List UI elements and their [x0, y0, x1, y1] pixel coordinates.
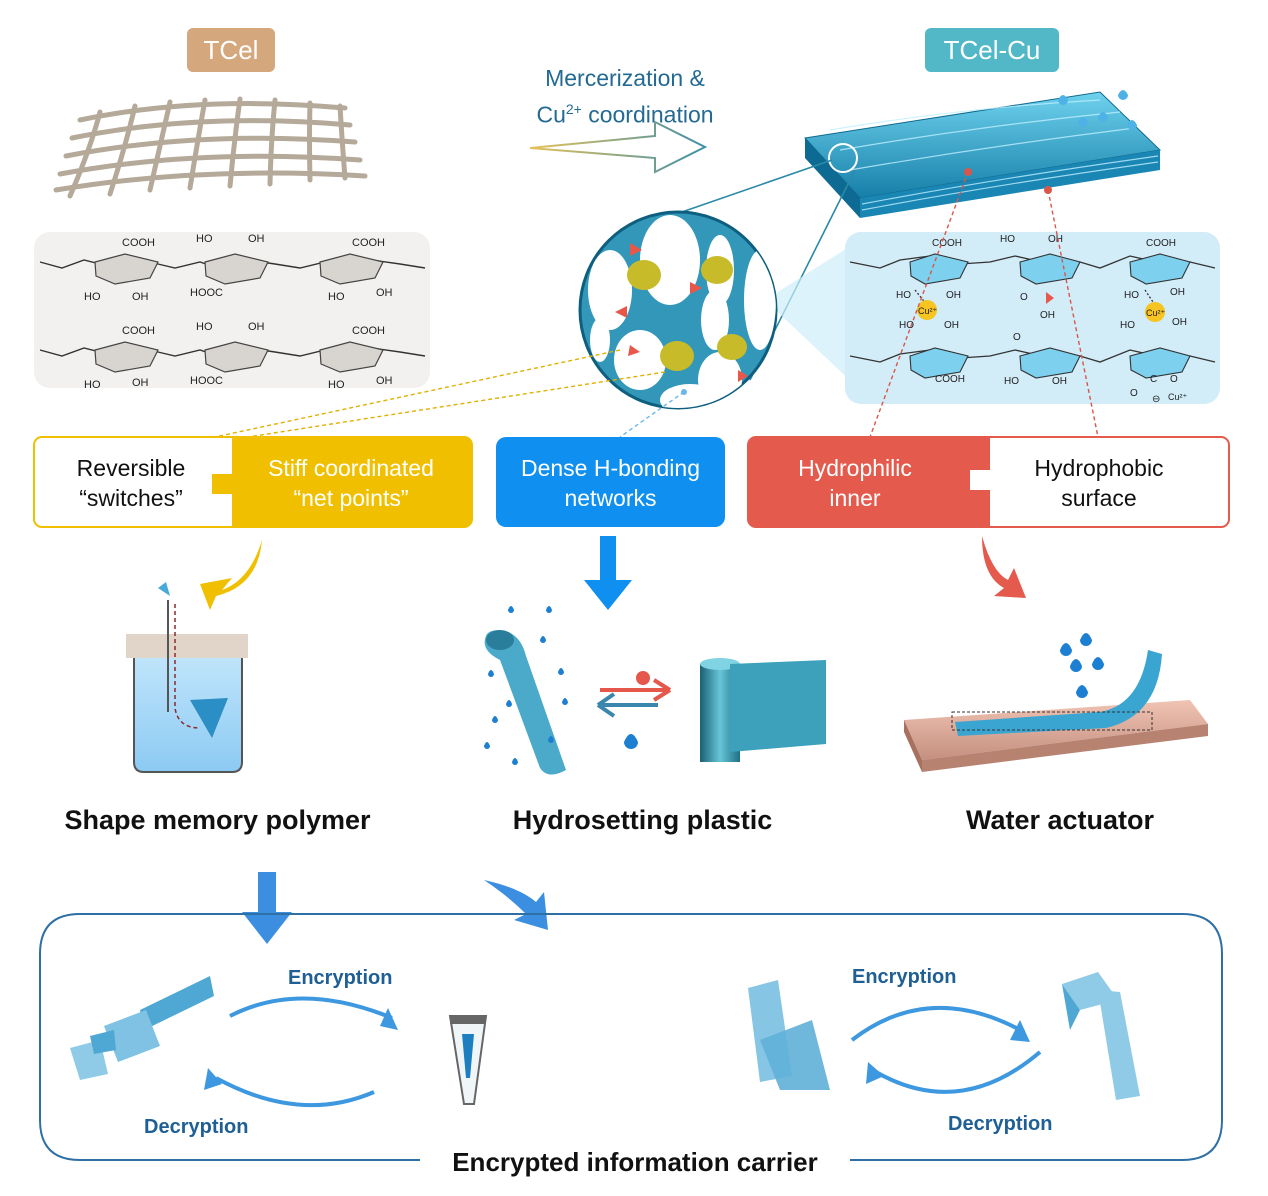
- arrow-carrier-left: [242, 872, 292, 944]
- svg-text:C: C: [1150, 374, 1157, 385]
- svg-text:OH: OH: [248, 233, 265, 245]
- process-line-2: Cu2+ coordination: [510, 94, 740, 131]
- svg-text:HO: HO: [1124, 290, 1139, 301]
- svg-text:HO: HO: [328, 291, 345, 303]
- decryption-label-left: Decryption: [144, 1116, 249, 1138]
- svg-text:HO: HO: [899, 320, 914, 331]
- svg-text:HO: HO: [196, 321, 213, 333]
- dashed-connectors: [214, 171, 1099, 438]
- svg-text:COOH: COOH: [935, 374, 965, 385]
- svg-text:OH: OH: [1172, 317, 1187, 328]
- carrier-left-illustration: [70, 976, 488, 1108]
- svg-text:O: O: [1130, 388, 1138, 399]
- arrow-down-yellow: [200, 540, 262, 610]
- application-shape-memory: Shape memory polymer: [64, 805, 371, 835]
- svg-text:OH: OH: [1048, 234, 1063, 245]
- coordination-text: coordination: [581, 101, 714, 128]
- svg-text:O: O: [1020, 292, 1028, 303]
- box-2: [496, 437, 725, 527]
- svg-text:Cu²⁺: Cu²⁺: [918, 306, 938, 316]
- hydrosetting-illustration: [484, 606, 826, 775]
- svg-text:HO: HO: [328, 379, 345, 391]
- tcel-cu-rings: [909, 253, 1191, 379]
- box-1: [33, 436, 473, 528]
- box3-left-text: Hydrophilic inner: [798, 455, 912, 511]
- svg-text:COOH: COOH: [932, 238, 962, 249]
- svg-text:⊖: ⊖: [1152, 394, 1160, 405]
- svg-text:OH: OH: [1052, 376, 1067, 387]
- svg-text:COOH: COOH: [1146, 238, 1176, 249]
- svg-text:OH: OH: [376, 375, 393, 387]
- svg-text:OH: OH: [1040, 310, 1055, 321]
- svg-text:COOH: COOH: [122, 325, 155, 337]
- svg-text:O: O: [1170, 374, 1178, 385]
- arrow-carrier-right: [484, 880, 548, 930]
- encryption-label-left: Encryption: [288, 967, 393, 989]
- svg-text:HO: HO: [896, 290, 911, 301]
- tcel-rings: [94, 253, 384, 373]
- tcel-badge: TCel: [187, 28, 275, 72]
- decryption-label-right: Decryption: [948, 1113, 1053, 1135]
- box1-right-text: Stiff coordinated “net points”: [268, 455, 434, 511]
- svg-text:HO: HO: [1000, 234, 1015, 245]
- cu-superscript: 2+: [565, 101, 582, 117]
- arrow-down-blue: [584, 536, 632, 610]
- carrier-frame: [39, 913, 1223, 1161]
- magnified-structure: [578, 210, 778, 410]
- application-hydrosetting: Hydrosetting plastic: [512, 805, 773, 835]
- svg-text:COOH: COOH: [352, 325, 385, 337]
- box2-text: Dense H-bonding networks: [520, 455, 700, 511]
- process-line-1: Mercerization &: [545, 65, 705, 91]
- svg-text:HO: HO: [84, 379, 101, 391]
- process-label: Mercerization & Cu2+ coordination: [510, 63, 740, 131]
- svg-text:COOH: COOH: [352, 237, 385, 249]
- svg-text:OH: OH: [248, 321, 265, 333]
- svg-text:HO: HO: [1120, 320, 1135, 331]
- water-actuator-illustration: [904, 633, 1208, 772]
- svg-text:OH: OH: [376, 287, 393, 299]
- red-arrow-small: [1046, 292, 1054, 304]
- svg-text:COOH: COOH: [122, 237, 155, 249]
- arrow-down-red: [982, 536, 1026, 598]
- svg-text:OH: OH: [1170, 287, 1185, 298]
- svg-text:OH: OH: [944, 320, 959, 331]
- tcel-group-labels: COOH HO OH COOH HO OH HOOC HO OH COOH HO OH COOH H…: [84, 233, 393, 391]
- encryption-label-right: Encryption: [852, 966, 957, 988]
- svg-text:HO: HO: [196, 233, 213, 245]
- svg-text:OH: OH: [132, 377, 149, 389]
- svg-text:OH: OH: [132, 291, 149, 303]
- box3-right-text: Hydrophobic surface: [1034, 455, 1164, 511]
- process-arrow: [529, 120, 708, 174]
- svg-text:Cu²⁺: Cu²⁺: [1146, 308, 1166, 318]
- svg-text:HOOC: HOOC: [190, 287, 223, 299]
- svg-text:Cu²⁺: Cu²⁺: [1168, 392, 1188, 402]
- box1-left-text: Reversible “switches”: [76, 455, 186, 511]
- water-drops-top: [1058, 90, 1137, 130]
- svg-text:O: O: [1013, 332, 1021, 343]
- tcel-cu-badge: TCel-Cu: [925, 28, 1059, 72]
- cu-ions: [917, 300, 1165, 322]
- tcel-fabric: [53, 96, 368, 199]
- svg-text:HOOC: HOOC: [190, 375, 223, 387]
- svg-text:HO: HO: [84, 291, 101, 303]
- tcel-cu-fabric: [804, 91, 1162, 218]
- carrier-right-illustration: [748, 972, 1140, 1100]
- connector-dots: [681, 168, 1052, 395]
- box-3: [747, 436, 1230, 528]
- carrier-title: Encrypted information carrier: [452, 1147, 818, 1177]
- cu-text: Cu: [536, 101, 566, 128]
- application-water-actuator: Water actuator: [965, 805, 1155, 835]
- svg-text:HO: HO: [1004, 376, 1019, 387]
- zoom-wedge: [765, 240, 860, 390]
- svg-text:OH: OH: [946, 290, 961, 301]
- beaker-illustration: [126, 582, 248, 773]
